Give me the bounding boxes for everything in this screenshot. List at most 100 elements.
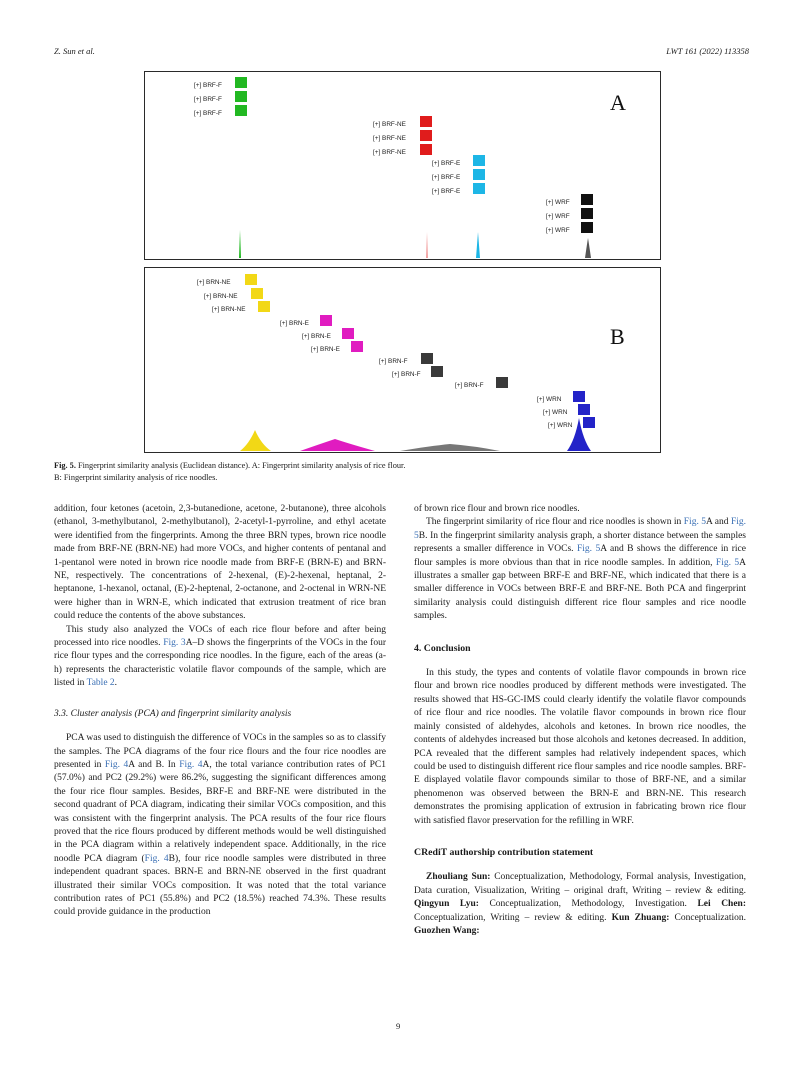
panel-a-swatch xyxy=(235,105,247,116)
caption-text: Fingerprint similarity analysis (Euclide… xyxy=(77,461,406,470)
author-name: Zhouliang Sun: xyxy=(426,872,491,883)
panel-a-tag: [+] BRF-NE xyxy=(373,149,406,156)
panel-b-tag: [+] BRN-F xyxy=(392,371,421,378)
text-run: This study also analyzed the VOCs of eac… xyxy=(54,624,386,649)
paragraph: of brown rice flour and brown rice noodl… xyxy=(414,504,580,514)
caption-text-2: B: Fingerprint similarity analysis of ri… xyxy=(54,473,218,482)
figure-link[interactable]: Fig. 3 xyxy=(163,638,186,649)
panel-a-tag: [+] BRF-E xyxy=(432,174,460,181)
left-column: addition, four ketones (acetoin, 2,3-but… xyxy=(54,503,386,920)
panel-b-swatch xyxy=(258,301,270,312)
panel-a-letter: A xyxy=(610,90,626,115)
panel-b-swatch xyxy=(245,274,257,285)
author-name: Qingyun Lyu: xyxy=(414,899,479,910)
paragraph: The fingerprint similarity of rice flour… xyxy=(414,516,746,623)
text-run: . xyxy=(114,678,118,689)
figure-link[interactable]: Fig. 5 xyxy=(576,544,601,555)
panel-b-swatch xyxy=(583,417,595,428)
running-header-authors: Z. Sun et al. xyxy=(54,46,95,56)
author-role: Conceptualization, Writing – review & ed… xyxy=(414,912,607,923)
panel-a-peak xyxy=(476,232,480,258)
panel-a-peak xyxy=(239,230,241,258)
panel-b-swatch xyxy=(573,391,585,402)
author-name: Guozhen Wang: xyxy=(414,925,480,936)
paragraph: PCA was used to distinguish the differen… xyxy=(54,732,386,920)
panel-a-tag: [+] BRF-F xyxy=(194,110,222,117)
author-role: Conceptualization, Methodology, Investig… xyxy=(489,899,687,910)
paragraph: This study also analyzed the VOCs of eac… xyxy=(54,624,386,691)
figure-link[interactable]: Fig. 4 xyxy=(104,759,129,770)
panel-a-tag: [+] BRF-E xyxy=(432,188,460,195)
panel-a-swatch xyxy=(235,91,247,102)
panel-a-tag: [+] WRF xyxy=(546,227,570,234)
figure-panel-a: [+] BRF-F [+] BRF-F [+] BRF-F [+] BRF-NE… xyxy=(144,71,661,260)
panel-a-swatch xyxy=(235,77,247,88)
panel-b-swatch xyxy=(421,353,433,364)
paragraph: Zhouliang Sun: Conceptualization, Method… xyxy=(414,871,746,938)
panel-a-peak xyxy=(426,232,428,258)
author-role: Conceptualization. xyxy=(674,912,747,923)
panel-b-tag: [+] WRN xyxy=(537,396,562,403)
text-run: PCA was used to distinguish the differen… xyxy=(54,733,386,770)
panel-b-tag: [+] BRN-F xyxy=(455,382,484,389)
panel-a-swatch xyxy=(581,208,593,219)
panel-b-tag: [+] BRN-E xyxy=(280,320,309,327)
caption-label: Fig. 5. xyxy=(54,461,76,470)
panel-a-swatch xyxy=(473,183,485,194)
text-run: A and B shows the difference in rice flo… xyxy=(414,544,746,568)
panel-a-swatch xyxy=(581,194,593,205)
panel-b-swatch xyxy=(320,315,332,326)
panel-a-swatch xyxy=(420,116,432,127)
panel-b-graphic: [+] BRN-NE [+] BRN-NE [+] BRN-NE [+] BRN… xyxy=(197,274,625,451)
panel-a-swatch xyxy=(420,130,432,141)
panel-a-swatch xyxy=(581,222,593,233)
panel-b-swatch xyxy=(351,341,363,352)
text-run: A, the total variance contribution rates… xyxy=(54,759,386,864)
paragraph: addition, four ketones (acetoin, 2,3-but… xyxy=(54,504,386,622)
figure-link[interactable]: Fig. 5 xyxy=(683,517,707,528)
running-header-journal: LWT 161 (2022) 113358 xyxy=(666,46,749,56)
figure-link[interactable]: Fig. 5 xyxy=(414,517,747,541)
panel-b-tag: [+] WRN xyxy=(548,422,573,429)
section-heading: 4. Conclusion xyxy=(414,642,471,654)
panel-b-swatch xyxy=(431,366,443,377)
section-heading: CRediT authorship contribution statement xyxy=(414,846,594,858)
panel-b-tag: [+] BRN-E xyxy=(311,346,340,353)
panel-b-tag: [+] BRN-F xyxy=(379,358,408,365)
figure-link[interactable]: Fig. 4 xyxy=(179,759,203,770)
panel-b-swatch xyxy=(496,377,508,388)
section-heading: 3.3. Cluster analysis (PCA) and fingerpr… xyxy=(54,708,292,719)
panel-b-swatch xyxy=(342,328,354,339)
author-name: Lei Chen: xyxy=(697,899,746,910)
text-run: B. In the fingerprint similarity analysi… xyxy=(414,530,746,555)
panel-b-swatch xyxy=(578,404,590,415)
panel-a-tag: [+] BRF-NE xyxy=(373,121,406,128)
figure-panel-b: [+] BRN-NE [+] BRN-NE [+] BRN-NE [+] BRN… xyxy=(144,267,661,453)
text-run: B), four rice noodle samples were distri… xyxy=(54,853,386,918)
panel-a-swatch xyxy=(473,155,485,166)
author-role: Conceptualization, Methodology, Formal a… xyxy=(414,872,747,896)
text-run: A–D shows the fingerprints of the VOCs i… xyxy=(54,638,386,689)
text-run: A illustrates a smaller gap between BRF-… xyxy=(414,557,746,622)
panel-a-swatch xyxy=(420,144,432,155)
panel-a-peak xyxy=(585,238,591,258)
panel-a-tag: [+] BRF-NE xyxy=(373,135,406,142)
panel-b-tag: [+] WRN xyxy=(543,409,568,416)
figure-link[interactable]: Fig. 5 xyxy=(715,557,740,568)
figure-link[interactable]: Fig. 4 xyxy=(144,853,169,864)
text-run: A and xyxy=(706,517,729,528)
panel-b-tag: [+] BRN-NE xyxy=(204,293,238,300)
panel-b-tag: [+] BRN-E xyxy=(302,333,331,340)
page-number: 9 xyxy=(396,1021,401,1031)
panel-a-tag: [+] BRF-F xyxy=(194,96,222,103)
panel-b-peak xyxy=(300,439,375,451)
right-column: of brown rice flour and brown rice noodl… xyxy=(414,503,746,938)
panel-a-graphic: [+] BRF-F [+] BRF-F [+] BRF-F [+] BRF-NE… xyxy=(194,77,626,258)
panel-b-peak xyxy=(567,418,591,451)
panel-a-tag: [+] WRF xyxy=(546,213,570,220)
panel-a-tag: [+] BRF-F xyxy=(194,82,222,89)
panel-b-peak xyxy=(240,430,271,451)
table-link[interactable]: Table 2 xyxy=(86,678,115,689)
panel-b-tag: [+] BRN-NE xyxy=(197,279,231,286)
panel-b-tag: [+] BRN-NE xyxy=(212,306,246,313)
